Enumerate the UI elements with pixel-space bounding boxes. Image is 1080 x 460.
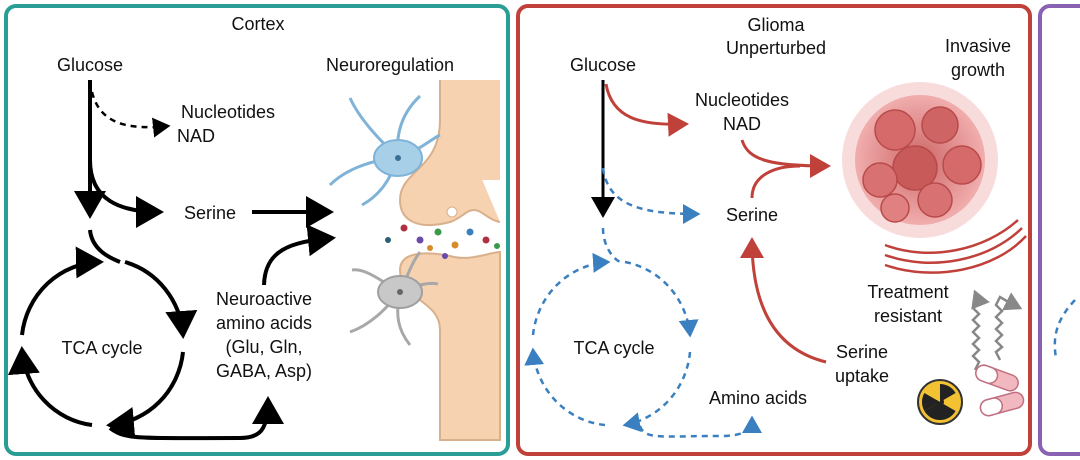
glioma-title-line2: Unperturbed: [726, 38, 826, 58]
cortex-nucleotides-label: Nucleotides: [181, 102, 275, 122]
radiation-icon: [917, 379, 963, 425]
cortex-glucose-label: Glucose: [57, 55, 123, 75]
glioma-panel: Glioma Unperturbed Glucose Nucleotides N…: [516, 4, 1032, 456]
cortex-neuroregulation-label: Neuroregulation: [326, 55, 454, 75]
tumor-icon: [842, 82, 998, 238]
cortex-tca-to-amino-arrow: [108, 396, 284, 441]
gray-neuron-icon: [349, 251, 439, 346]
glioma-glucose-to-serine-arrow: [601, 167, 701, 224]
glioma-title-line1: Glioma: [747, 15, 805, 35]
third-panel-dashed-arc: [1053, 299, 1076, 359]
cortex-title: Cortex: [231, 14, 284, 34]
cortex-tca-label: TCA cycle: [61, 338, 142, 358]
neuroactive-line-1: Neuroactive: [216, 289, 312, 309]
glioma-invasive-line2: growth: [951, 60, 1005, 80]
cortex-panel-border: [4, 4, 510, 456]
glioma-serine-uptake-line1: Serine: [836, 342, 888, 362]
glioma-panel-border: [516, 4, 1032, 456]
glioma-serine-uptake-line2: uptake: [835, 366, 889, 386]
cortex-serine-label: Serine: [184, 203, 236, 223]
glioma-nucleotides-to-tumor-arrow: [740, 139, 831, 178]
cortex-amino-to-neuro-arrow: [262, 224, 336, 286]
third-panel-border: [1038, 4, 1080, 456]
neuroactive-line-2: amino acids: [216, 313, 312, 333]
glioma-nucleotides-label: Nucleotides: [695, 90, 789, 110]
neuroactive-line-4: GABA, Asp): [216, 361, 312, 381]
glioma-treatment-line2: resistant: [874, 306, 942, 326]
neuron-icon: [328, 94, 441, 207]
glioma-uptake-to-serine-arrow: [740, 237, 827, 364]
cortex-glucose-to-nucleotides-arrow: [90, 91, 171, 138]
pill-icon: [975, 364, 1025, 417]
third-panel: [1038, 4, 1080, 456]
glioma-glucose-to-nucleotides-arrow: [604, 83, 689, 137]
glioma-invasive-line1: Invasive: [945, 36, 1011, 56]
glioma-tca-entry-dashed: [601, 227, 621, 264]
cortex-nad-label: NAD: [177, 126, 215, 146]
glioma-tca-cycle: [524, 252, 699, 432]
cortex-neuroactive-label: Neuroactive amino acids (Glu, Gln, GABA,…: [216, 289, 312, 381]
glioma-serine-to-tumor-arrow: [750, 164, 801, 199]
cortex-tca-entry-arrow: [88, 229, 121, 264]
glioma-glucose-label: Glucose: [570, 55, 636, 75]
glioma-tca-to-amino-arrow: [638, 415, 762, 438]
cortex-panel: Cortex Glucose Nucleotides NAD Serine Ne…: [4, 4, 510, 456]
cortex-tca-cycle: [7, 246, 198, 439]
neurotransmitter-dots: [385, 224, 500, 259]
synapse-icon: [398, 80, 501, 441]
glioma-treatment-line1: Treatment: [867, 282, 948, 302]
glioma-tca-label: TCA cycle: [573, 338, 654, 358]
cortex-glucose-to-serine-arrow: [88, 159, 164, 228]
glioma-serine-label: Serine: [726, 205, 778, 225]
tumor-shield-arcs: [884, 219, 1027, 274]
glioma-amino-acids-label: Amino acids: [709, 388, 807, 408]
drug-wave-arrow: [994, 292, 1023, 361]
neuroactive-line-3: (Glu, Gln,: [225, 337, 302, 357]
glioma-nad-label: NAD: [723, 114, 761, 134]
radiation-wave-arrow: [971, 289, 990, 371]
